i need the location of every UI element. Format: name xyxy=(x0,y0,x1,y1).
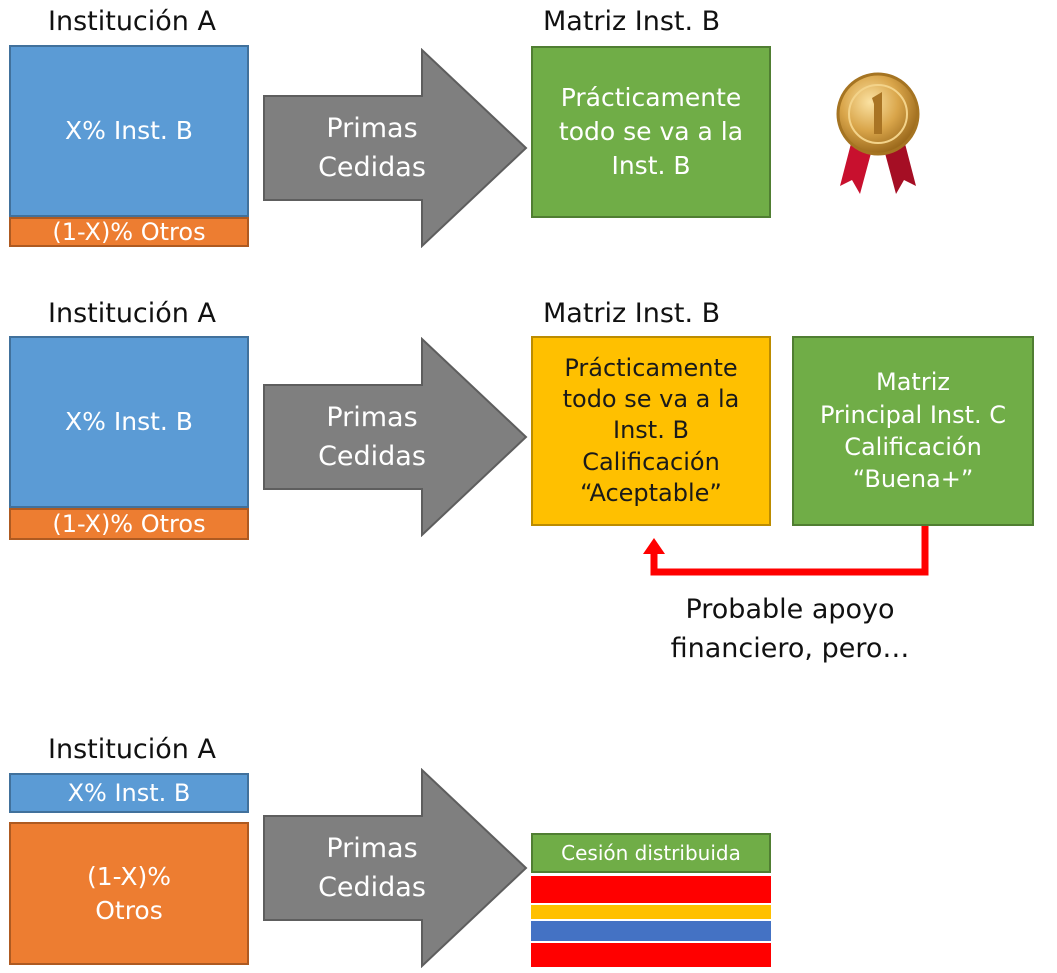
row1-target-title: Matriz Inst. B xyxy=(543,6,721,37)
row2-target-title: Matriz Inst. B xyxy=(543,298,721,329)
distribution-stripe-yellow xyxy=(531,905,771,919)
row1-source-main-label: X% Inst. B xyxy=(65,116,193,146)
distribution-stripe-red-2 xyxy=(531,943,771,967)
row2-source-other-box: (1-X)% Otros xyxy=(9,508,249,540)
row3-arrow xyxy=(263,768,528,968)
row2-source-title: Institución A xyxy=(48,298,216,329)
row3-source-main-label: X% Inst. B xyxy=(67,778,191,807)
row1-source-other-box: (1-X)% Otros xyxy=(9,217,249,247)
row1-target-label: Prácticamente todo se va a la Inst. B xyxy=(558,83,744,180)
distribution-stripe-red-1 xyxy=(531,876,771,903)
row3-source-title: Institución A xyxy=(48,734,216,765)
row1-source-main-box: X% Inst. B xyxy=(9,45,249,217)
row1-arrow xyxy=(263,48,528,248)
row1-source-other-label: (1-X)% Otros xyxy=(52,217,206,246)
row2-parent-box: Matriz Principal Inst. C Calificación “B… xyxy=(792,336,1034,526)
row2-target-box: Prácticamente todo se va a la Inst. B Ca… xyxy=(531,336,771,526)
row3-source-main-box: X% Inst. B xyxy=(9,773,249,813)
row1-arrow-label: Primas Cedidas xyxy=(318,112,426,183)
row3-target-header: Cesión distribuida xyxy=(531,833,771,873)
support-connector-arrow xyxy=(643,526,929,576)
row2-parent-label: Matriz Principal Inst. C Calificación “B… xyxy=(819,368,1007,494)
row2-arrow-label: Primas Cedidas xyxy=(318,401,426,472)
row1-source-title: Institución A xyxy=(48,6,216,37)
row2-target-label: Prácticamente todo se va a la Inst. B Ca… xyxy=(562,354,740,507)
support-note: Probable apoyo financiero, pero… xyxy=(670,594,910,665)
row2-source-main-box: X% Inst. B xyxy=(9,336,249,508)
row2-arrow xyxy=(263,337,528,537)
row2-source-other-label: (1-X)% Otros xyxy=(52,509,206,538)
row3-target-label: Cesión distribuida xyxy=(561,840,741,865)
row1-target-box: Prácticamente todo se va a la Inst. B xyxy=(531,46,771,218)
row2-source-main-label: X% Inst. B xyxy=(65,407,193,437)
distribution-stripe-blue xyxy=(531,921,771,941)
row3-source-other-box: (1-X)% Otros xyxy=(9,822,249,965)
row3-source-other-label: (1-X)% Otros xyxy=(86,861,172,925)
row3-arrow-label: Primas Cedidas xyxy=(318,832,426,903)
gold-medal-icon xyxy=(836,72,920,194)
